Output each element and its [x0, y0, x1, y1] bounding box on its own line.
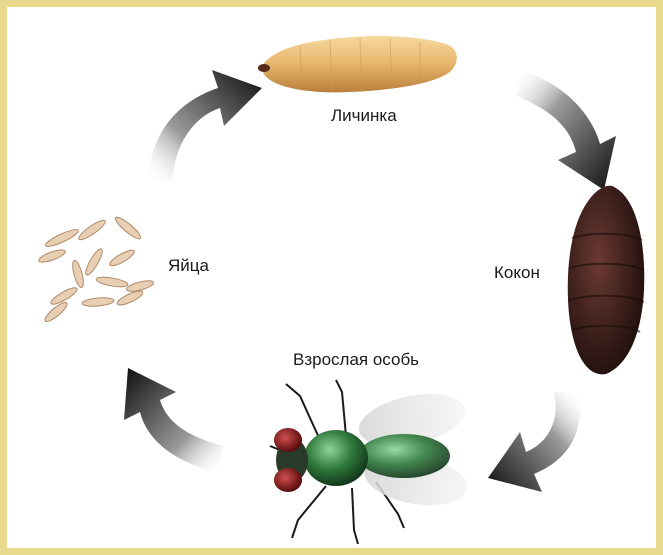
- stage-label-pupa: Кокон: [494, 263, 540, 283]
- cycle-arrow-adult-to-eggs: [124, 368, 224, 472]
- stage-label-eggs: Яйца: [168, 256, 209, 276]
- cycle-arrow-pupa-to-adult: [488, 392, 580, 492]
- cycle-arrow-larva-to-pupa: [516, 70, 616, 190]
- stage-label-adult: Взрослая особь: [293, 350, 419, 370]
- eggs-image: [37, 215, 154, 324]
- pupa-image: [568, 186, 645, 375]
- adult-fly-image: [270, 380, 471, 544]
- cycle-arrow-eggs-to-larva: [148, 70, 262, 180]
- stage-label-larva: Личинка: [331, 106, 397, 126]
- larva-image: [258, 36, 457, 92]
